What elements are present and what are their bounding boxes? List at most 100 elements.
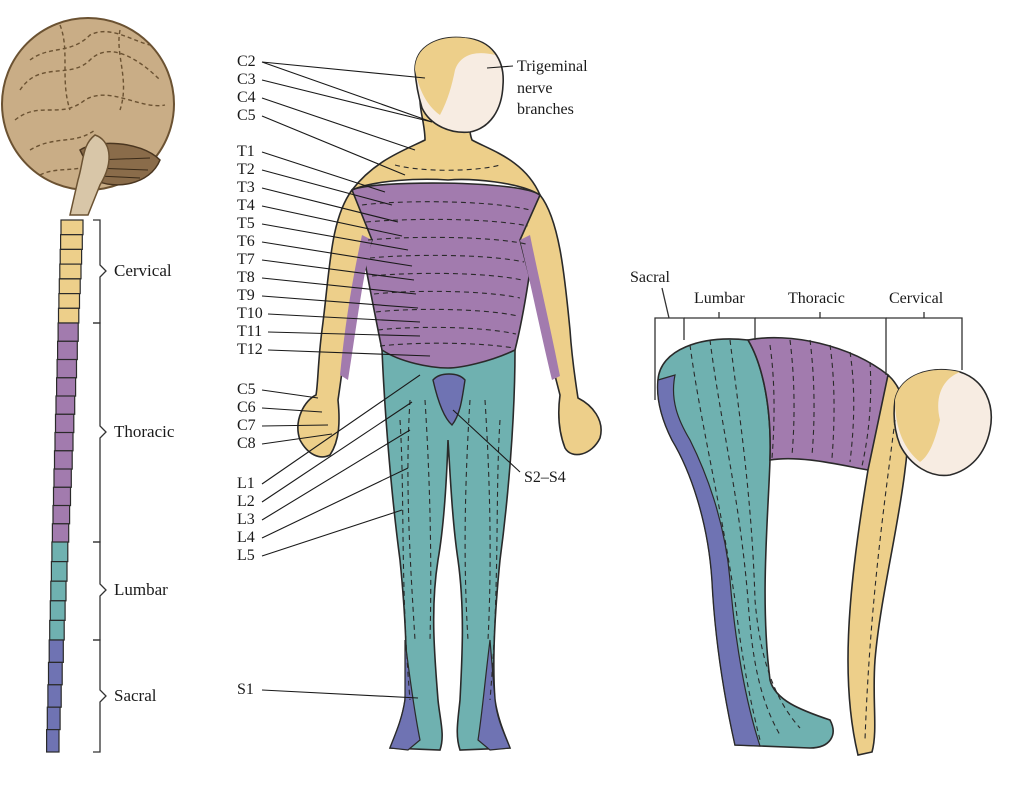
front-label-t11: T11: [237, 323, 263, 340]
front-label-c5: C5: [237, 107, 256, 124]
front-label-c5: C5: [237, 381, 256, 398]
cord-segment-cervical: [59, 248, 83, 265]
side-label-cervical: Cervical: [889, 290, 944, 307]
side-brackets: [654, 287, 963, 400]
leader-line-c2: [261, 61, 426, 79]
trigeminal-label-line-3: branches: [517, 101, 574, 118]
leader-line-t1: [261, 151, 386, 193]
cord-segment-sacral: [47, 684, 62, 708]
cord-segment-sacral: [46, 706, 61, 731]
cord-segment-thoracic: [54, 413, 75, 434]
leader-line-c2-b: [261, 61, 433, 123]
front-body-figure: [297, 36, 602, 751]
side-sacral-region: [657, 374, 761, 747]
front-label-l2: L2: [237, 493, 255, 510]
spine-brackets: [93, 219, 107, 753]
spine-label-thoracic: Thoracic: [114, 422, 175, 441]
front-label-s1: S1: [237, 681, 254, 698]
leader-line-s1: [261, 689, 419, 699]
cord-segment-lumbar: [49, 600, 66, 621]
cord-segment-lumbar: [49, 619, 65, 641]
front-shoulders: [349, 99, 542, 198]
front-label-t12: T12: [237, 341, 263, 358]
brain-icon: [1, 17, 175, 216]
front-label-c8: C8: [237, 435, 256, 452]
cord-segment-thoracic: [53, 450, 73, 470]
leader-line-l5: [261, 509, 403, 557]
leader-line-l1: [261, 374, 421, 485]
cord-segment-thoracic: [52, 504, 71, 525]
label-s2-s4: S2–S4: [524, 469, 566, 486]
front-left-arm: [297, 188, 373, 458]
cord-segment-thoracic: [52, 486, 72, 507]
front-label-t3: T3: [237, 179, 255, 196]
side-label-sacral: Sacral: [630, 269, 670, 286]
leader-line-c4: [261, 97, 416, 151]
cord-segment-thoracic: [55, 377, 77, 397]
front-label-t8: T8: [237, 269, 255, 286]
front-label-l5: L5: [237, 547, 255, 564]
cord-segment-lumbar: [50, 560, 68, 582]
cord-segment-sacral: [45, 728, 60, 753]
front-label-t7: T7: [237, 251, 255, 268]
cord-segment-lumbar: [51, 541, 69, 563]
front-label-t9: T9: [237, 287, 255, 304]
side-label-thoracic: Thoracic: [788, 290, 845, 307]
leader-line-t11: [267, 331, 421, 337]
front-label-c2: C2: [237, 53, 256, 70]
cord-segment-cervical: [58, 278, 81, 295]
cord-segment-thoracic: [55, 395, 76, 415]
front-label-c3: C3: [237, 71, 256, 88]
leader-line-t2: [261, 169, 393, 206]
leader-line-c7: [261, 424, 329, 427]
leader-line-t8: [261, 277, 417, 295]
leader-line-t6: [261, 241, 413, 267]
leader-line-l2: [261, 401, 413, 503]
cord-segment-thoracic: [56, 358, 78, 379]
front-label-l3: L3: [237, 511, 255, 528]
cord-segment-cervical: [57, 307, 80, 324]
front-label-t10: T10: [237, 305, 263, 322]
cord-segment-thoracic: [54, 431, 74, 452]
cord-segment-cervical: [60, 219, 84, 236]
cord-segment-thoracic: [56, 340, 78, 361]
spine-label-lumbar: Lumbar: [114, 580, 168, 599]
spinal-cord-figure: [1, 17, 175, 753]
front-label-l4: L4: [237, 529, 255, 546]
leader-line-t12: [267, 349, 431, 357]
leader-line-t10: [267, 313, 421, 323]
front-label-t1: T1: [237, 143, 255, 160]
front-label-c4: C4: [237, 89, 256, 106]
front-label-t4: T4: [237, 197, 255, 214]
leader-line-c5: [261, 389, 319, 399]
leader-line-c5: [261, 115, 406, 176]
front-right-arm: [519, 193, 602, 456]
leader-line-c6: [261, 407, 323, 413]
leader-line-t4: [261, 205, 403, 237]
spine-label-sacral: Sacral: [114, 686, 157, 705]
leader-line-c3: [261, 79, 433, 123]
leader-line-l4: [261, 467, 409, 539]
front-label-t2: T2: [237, 161, 255, 178]
leader-line-t9: [261, 295, 419, 309]
trigeminal-label-line-2: nerve: [517, 80, 553, 97]
leader-line-t7: [261, 259, 415, 281]
leader-line-t3: [261, 187, 399, 223]
front-label-c7: C7: [237, 417, 256, 434]
leader-line-c8: [261, 433, 333, 445]
leader-line-t5: [261, 223, 409, 251]
trigeminal-label-line-1: Trigeminal: [517, 58, 588, 75]
front-sacral-region: [432, 373, 466, 427]
cord-segment-thoracic: [57, 322, 79, 342]
front-label-c6: C6: [237, 399, 256, 416]
front-label-t6: T6: [237, 233, 255, 250]
cord-segment-sacral: [48, 639, 64, 663]
side-label-lumbar: Lumbar: [694, 290, 745, 307]
cord-segment-cervical: [59, 263, 82, 280]
cord-segment-thoracic: [51, 523, 70, 543]
cord-segment-cervical: [59, 234, 83, 250]
cord-segment-cervical: [58, 293, 81, 309]
front-label-t5: T5: [237, 215, 255, 232]
